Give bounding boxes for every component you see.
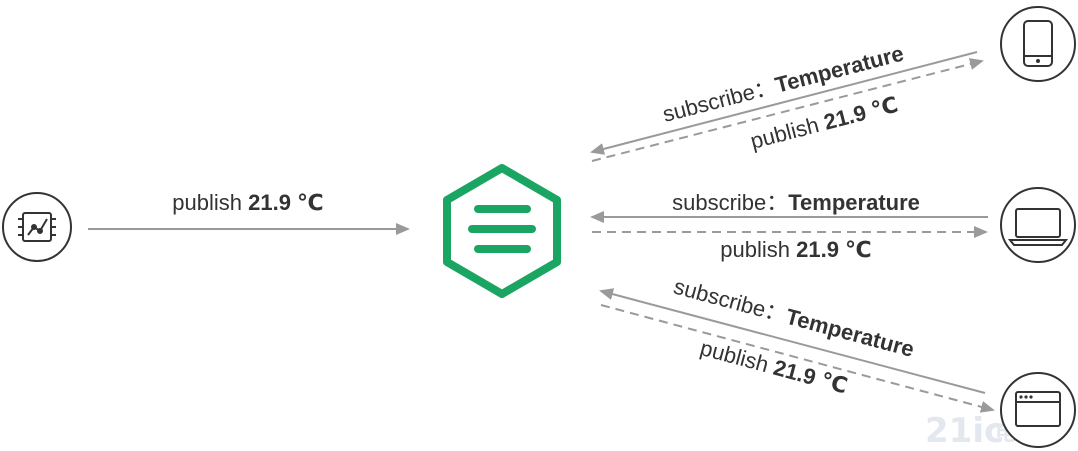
phone-publish-arrow <box>591 58 984 162</box>
sensor-node <box>2 192 72 262</box>
laptop-node <box>1000 187 1076 263</box>
browser-node <box>1000 372 1076 448</box>
phone-publish-label: publish 21.9 ℃ <box>748 92 901 154</box>
browser-publish-label: publish 21.9 ℃ <box>698 335 851 398</box>
publisher-label: publish 21.9 ℃ <box>172 190 323 215</box>
phone-subscribe-arrow <box>590 51 978 155</box>
browser-subscribe-arrow <box>599 288 986 394</box>
browser-window-icon <box>1015 391 1061 427</box>
laptop-subscribe-label: subscribe：Temperature <box>672 190 920 215</box>
sensor-chip-icon <box>18 212 56 242</box>
browser-publish-arrow <box>600 304 995 413</box>
broker-logo <box>443 164 561 298</box>
phone-icon <box>1023 20 1053 67</box>
laptop-publish-label: publish 21.9 ℃ <box>720 237 871 262</box>
laptop-icon <box>1007 208 1069 246</box>
phone-node <box>1000 6 1076 82</box>
svg-text:21ic: 21ic <box>925 411 1004 451</box>
